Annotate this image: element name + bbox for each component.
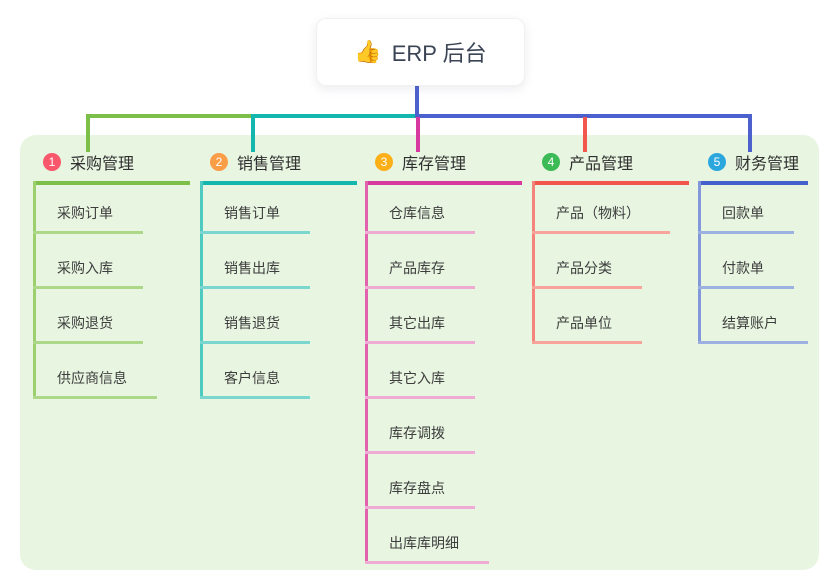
branch-number-badge: 3 xyxy=(375,153,393,171)
branch-number-badge: 1 xyxy=(43,153,61,171)
child-node[interactable]: 库存盘点 xyxy=(365,478,475,509)
branch-label: 库存管理 xyxy=(402,156,467,173)
child-node[interactable]: 供应商信息 xyxy=(33,368,157,399)
branch-number-badge: 4 xyxy=(542,153,560,171)
branch-label: 产品管理 xyxy=(569,156,634,173)
branch-drop-line xyxy=(748,117,752,152)
child-node[interactable]: 产品分类 xyxy=(532,258,642,289)
child-node[interactable]: 结算账户 xyxy=(698,313,808,344)
child-node[interactable]: 采购退货 xyxy=(33,313,143,344)
child-node[interactable]: 产品（物料） xyxy=(532,203,670,234)
branch-connector-line xyxy=(200,181,203,399)
child-node[interactable]: 库存调拨 xyxy=(365,423,475,454)
child-node[interactable]: 销售订单 xyxy=(200,203,310,234)
root-label: ERP 后台 xyxy=(391,41,487,66)
child-node[interactable]: 其它入库 xyxy=(365,368,475,399)
child-node[interactable]: 销售出库 xyxy=(200,258,310,289)
branch-connector-line xyxy=(532,181,535,344)
branch-label: 财务管理 xyxy=(735,156,800,173)
child-node[interactable]: 回款单 xyxy=(698,203,794,234)
child-node[interactable]: 出库库明细 xyxy=(365,533,489,564)
child-node[interactable]: 销售退货 xyxy=(200,313,310,344)
branch-drop-line xyxy=(583,117,587,152)
branch-number-badge: 2 xyxy=(210,153,228,171)
child-node[interactable]: 客户信息 xyxy=(200,368,310,399)
branch-node[interactable]: 2 销售管理 xyxy=(200,150,357,185)
branch-connector-line xyxy=(365,181,368,564)
branch-connector-line xyxy=(698,181,701,344)
top-connector-segment xyxy=(86,114,255,118)
child-node[interactable]: 仓库信息 xyxy=(365,203,475,234)
child-node[interactable]: 其它出库 xyxy=(365,313,475,344)
branch-node[interactable]: 3 库存管理 xyxy=(365,150,522,185)
root-node[interactable]: 👍 ERP 后台 xyxy=(316,18,525,86)
top-connector-segment xyxy=(251,114,419,118)
child-node[interactable]: 采购订单 xyxy=(33,203,143,234)
branch-node[interactable]: 4 产品管理 xyxy=(532,150,689,185)
branch-drop-line xyxy=(251,117,255,152)
branch-drop-line xyxy=(416,117,420,152)
branch-node[interactable]: 1 采购管理 xyxy=(33,150,190,185)
child-node[interactable]: 付款单 xyxy=(698,258,794,289)
branch-label: 采购管理 xyxy=(70,156,135,173)
child-node[interactable]: 产品库存 xyxy=(365,258,475,289)
branch-node[interactable]: 5 财务管理 xyxy=(698,150,808,185)
branches-panel xyxy=(20,135,819,570)
branch-number-badge: 5 xyxy=(708,153,726,171)
child-node[interactable]: 产品单位 xyxy=(532,313,642,344)
branch-drop-line xyxy=(86,117,90,152)
branch-connector-line xyxy=(33,181,36,399)
root-drop-line xyxy=(415,84,419,115)
branch-label: 销售管理 xyxy=(237,156,302,173)
top-connector-segment xyxy=(415,114,752,118)
child-node[interactable]: 采购入库 xyxy=(33,258,143,289)
thumbs-up-icon: 👍 xyxy=(354,39,382,64)
